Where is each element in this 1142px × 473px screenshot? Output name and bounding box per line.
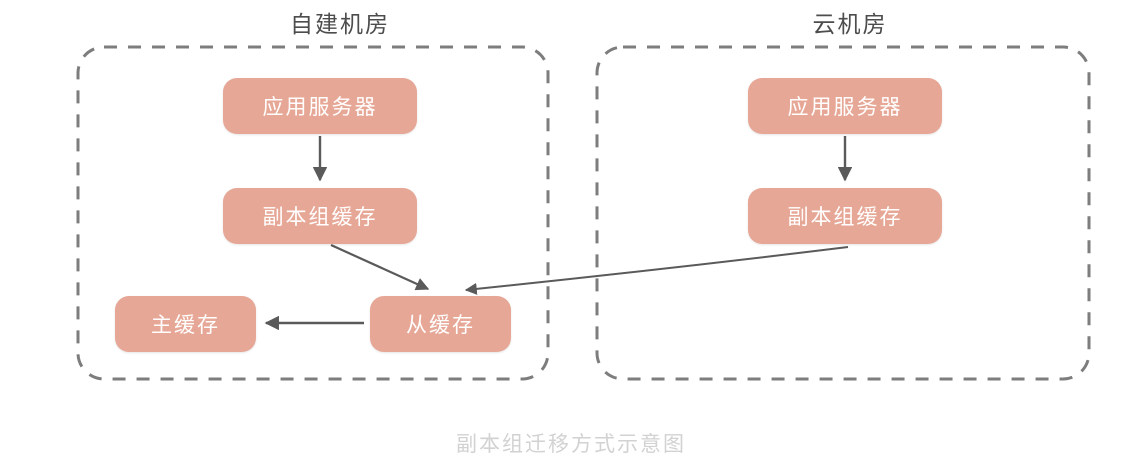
zone-border-cloud: [595, 45, 1091, 381]
zone-border-self-built: [76, 45, 550, 381]
arrow-cloud-replica-to-slave: [464, 246, 849, 295]
zone-title-self-built: 自建机房: [290, 12, 390, 38]
diagram-caption: 副本组迁移方式示意图: [456, 432, 686, 456]
node-master-cache[interactable]: 主缓存: [115, 296, 256, 352]
node-slave-cache[interactable]: 从缓存: [370, 296, 511, 352]
zone-title-cloud: 云机房: [812, 12, 888, 38]
arrow-replica-to-slave: [330, 243, 430, 291]
node-replica-cache-right[interactable]: 副本组缓存: [748, 188, 942, 244]
node-app-server-left[interactable]: 应用服务器: [223, 78, 417, 134]
node-replica-cache-left[interactable]: 副本组缓存: [223, 188, 417, 244]
node-app-server-right[interactable]: 应用服务器: [748, 78, 942, 134]
